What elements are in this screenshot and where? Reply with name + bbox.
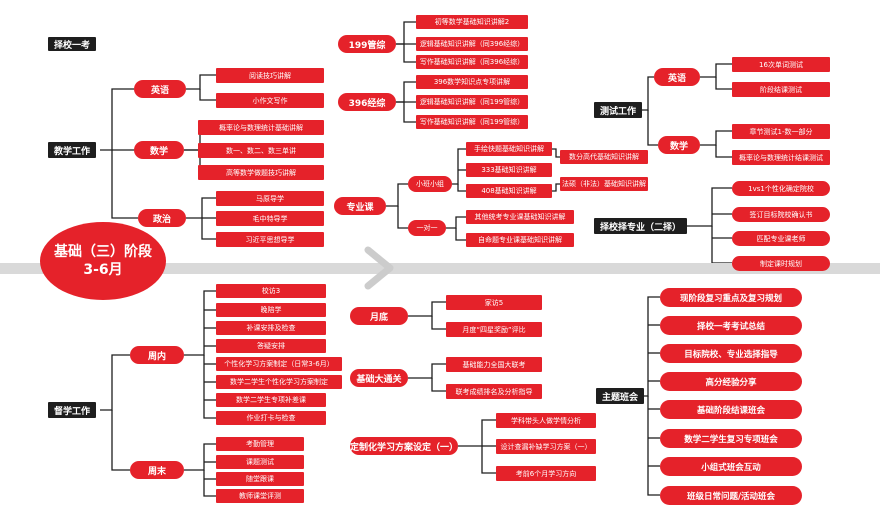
teaching-math-item: 高等数学做题技巧讲解 (198, 165, 324, 180)
custom-plan-item: 考前6个月学习方向 (496, 466, 596, 481)
weekday-item: 晚陪学 (216, 303, 326, 317)
small-group-node: 小班小组 (408, 176, 452, 192)
teaching-english-node: 英语 (134, 80, 186, 98)
teaching-math-item: 数一、数二、数三单讲 (198, 143, 324, 158)
economics-396-item: 396数学知识点专项讲解 (416, 75, 528, 89)
school-choice-item: 制定课时规划 (732, 256, 830, 271)
teaching-math-item: 概率论与数理统计基础讲解 (198, 120, 324, 135)
theme-meeting-item: 班级日常问题/活动班会 (660, 486, 802, 505)
comprehensive-199-item: 初等数学基础知识讲解2 (416, 15, 528, 29)
weekend-item: 课题测试 (216, 455, 304, 469)
theme-meeting-item: 基础阶段结课班会 (660, 400, 802, 419)
theme-meeting-item: 择校一考考试总结 (660, 316, 802, 335)
theme-meeting-item: 现阶段复习重点及复习规划 (660, 288, 802, 307)
small-group-item: 手绘快题基础知识讲解 (466, 142, 552, 156)
weekend-item: 考勤管理 (216, 437, 304, 451)
small-group-item: 408基础知识讲解 (466, 184, 552, 198)
testing-english-item: 阶段结课测试 (732, 82, 830, 97)
teaching-english-item: 阅读技巧讲解 (216, 68, 324, 83)
weekday-item: 作业打卡与检查 (216, 411, 326, 425)
custom-plan-item: 学科带头人做学情分析 (496, 413, 596, 428)
management-work-node: 督学工作 (48, 402, 97, 418)
weekend-node: 周末 (130, 461, 184, 479)
weekday-item: 补课安排及检查 (216, 321, 326, 335)
basic-exam-item: 联考成绩排名及分析指导 (446, 384, 542, 399)
basic-exam-item: 基础能力全国大联考 (446, 357, 542, 372)
teaching-math-node: 数学 (134, 141, 184, 159)
progress-banner (0, 263, 880, 274)
economics-396-item: 逻辑基础知识讲解（同199管综） (416, 95, 528, 109)
school-choice-item: 匹配专业课老师 (732, 231, 830, 246)
teaching-politics-node: 政治 (138, 209, 186, 227)
economics-396-item: 写作基础知识讲解（同199管综） (416, 115, 528, 129)
month-end-item: 家访5 (446, 295, 542, 310)
testing-english-node: 英语 (654, 68, 700, 86)
chevron-right-icon (364, 246, 394, 290)
theme-meeting-node: 主题班会 (596, 388, 645, 404)
testing-math-item: 章节测试1-数一部分 (732, 124, 830, 139)
central-topic: 基础（三）阶段 3-6月 (40, 222, 166, 300)
testing-math-node: 数学 (658, 136, 700, 154)
month-end-node: 月底 (350, 307, 408, 325)
weekend-item: 教师课堂评测 (216, 489, 304, 503)
teaching-politics-item: 马原导学 (216, 191, 324, 206)
basic-exam-node: 基础大通关 (350, 369, 408, 387)
central-title: 基础（三）阶段 (54, 243, 152, 260)
custom-plan-node: 定制化学习方案设定（一） (350, 437, 458, 455)
teaching-politics-item: 毛中特导学 (216, 211, 324, 226)
major-node: 专业课 (334, 197, 386, 215)
small-group-extra: 数分高代基础知识讲解 (560, 150, 648, 164)
school-choice-item: 签订目标院校确认书 (732, 207, 830, 222)
month-end-item: 月度“四星奖励”评比 (446, 322, 542, 337)
teaching-politics-item: 习近平思想导学 (216, 232, 324, 247)
school-choice-item: 1vs1个性化确定院校 (732, 181, 830, 196)
weekday-node: 周内 (130, 346, 184, 364)
custom-plan-item: 设计查漏补缺学习方案（一） (496, 439, 596, 454)
small-group-extra: 法硕（非法）基础知识讲解 (560, 177, 648, 191)
weekend-item: 随堂跟课 (216, 472, 304, 486)
weekday-item: 数学二学生专项补差课 (216, 393, 326, 407)
weekday-item: 校访3 (216, 284, 326, 298)
school-exam-label: 择校一考 (48, 37, 97, 51)
weekday-item: 数学二学生个性化学习方案制定 (216, 375, 342, 389)
small-group-item: 333基础知识讲解 (466, 163, 552, 177)
weekday-item: 个性化学习方案制定（日常3-6月） (216, 357, 342, 371)
testing-work-node: 测试工作 (594, 102, 643, 118)
theme-meeting-item: 小组式班会互动 (660, 457, 802, 476)
teaching-english-item: 小作文写作 (216, 93, 324, 108)
comprehensive-199-item: 逻辑基础知识讲解（同396经综） (416, 37, 528, 51)
testing-math-item: 概率论与数理统计结课测试 (732, 150, 830, 165)
teaching-work-node: 教学工作 (48, 142, 97, 158)
central-subtitle: 3-6月 (83, 262, 123, 278)
one-on-one-item: 自命题专业课基础知识讲解 (466, 233, 574, 247)
theme-meeting-item: 目标院校、专业选择指导 (660, 344, 802, 363)
testing-english-item: 16次单词测试 (732, 57, 830, 72)
economics-396-node: 396经综 (338, 93, 396, 111)
school-choice-node: 择校择专业（二择） (594, 218, 688, 234)
one-on-one-item: 其他统考专业课基础知识讲解 (466, 210, 574, 224)
theme-meeting-item: 数学二学生复习专项班会 (660, 429, 802, 448)
theme-meeting-item: 高分经验分享 (660, 372, 802, 391)
comprehensive-199-node: 199管综 (338, 35, 396, 53)
comprehensive-199-item: 写作基础知识讲解（同396经综） (416, 55, 528, 69)
weekday-item: 答疑安排 (216, 339, 326, 353)
one-on-one-node: 一对一 (408, 220, 446, 236)
